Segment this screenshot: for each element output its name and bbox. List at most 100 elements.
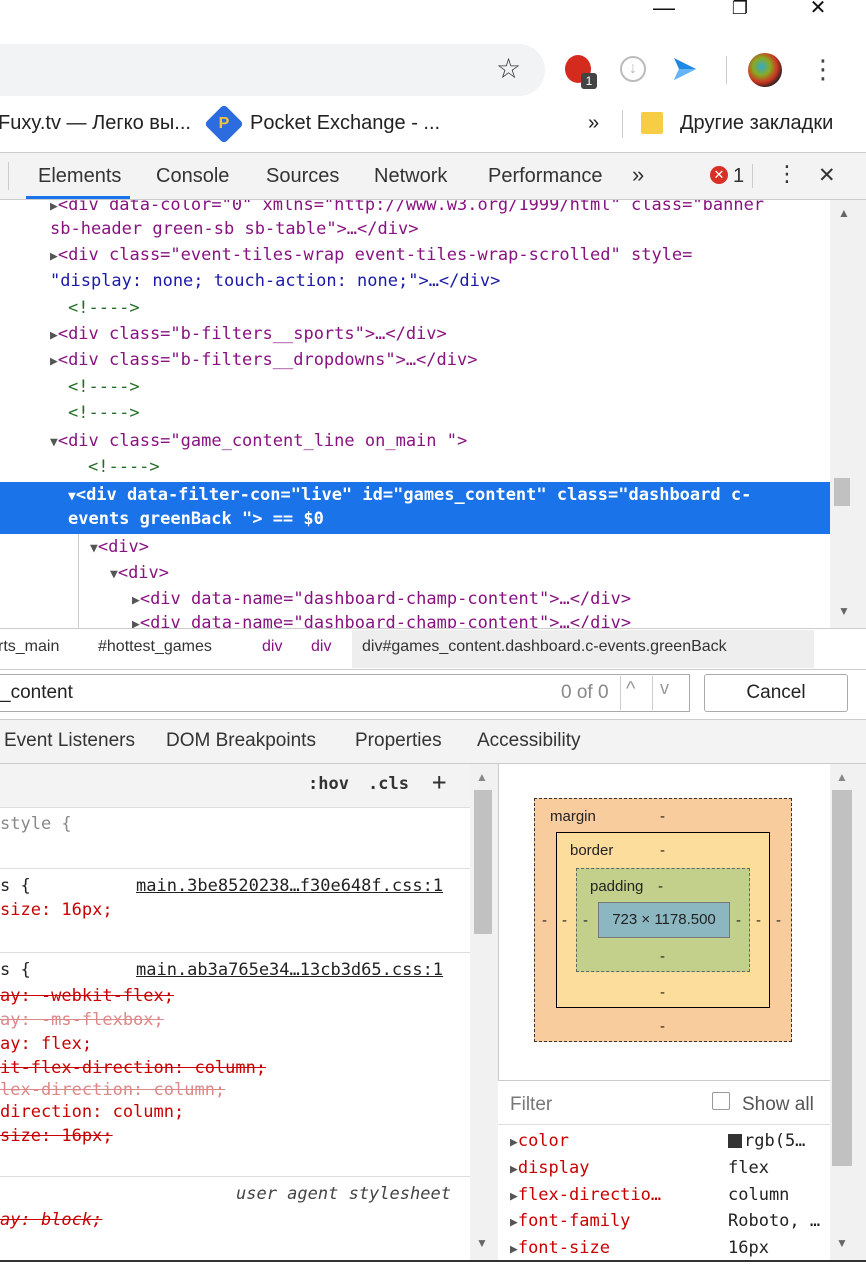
elements-scroll-thumb[interactable] <box>834 478 850 506</box>
dom-comment[interactable]: <!----> <box>68 403 140 423</box>
bookmark-fuxy[interactable]: Fuxy.tv — Легко вы... <box>0 112 191 134</box>
style-declaration[interactable]: size: 16px; <box>0 900 113 920</box>
restore-button[interactable]: ❐ <box>731 0 749 18</box>
expand-triangle-icon[interactable]: ▶ <box>510 1189 518 1204</box>
expand-triangle-icon[interactable]: ▶ <box>510 1135 518 1150</box>
cls-toggle[interactable]: .cls <box>368 774 409 794</box>
collapse-triangle-icon[interactable]: ▼ <box>90 541 98 556</box>
border-top-value[interactable]: - <box>660 842 665 859</box>
tab-sources[interactable]: Sources <box>266 165 340 187</box>
dom-node-filters-dropdowns[interactable]: ▶<div class="b-filters__dropdowns">…</di… <box>50 347 477 373</box>
breadcrumb-item[interactable]: rts_main <box>0 638 60 655</box>
address-bar[interactable] <box>0 44 545 96</box>
dom-node-filters-sports[interactable]: ▶<div class="b-filters__sports">…</div> <box>50 321 447 347</box>
border-left-value[interactable]: - <box>562 912 567 929</box>
tab-event-listeners[interactable]: Event Listeners <box>4 730 135 751</box>
expand-triangle-icon[interactable]: ▶ <box>510 1242 518 1257</box>
collapse-triangle-icon[interactable]: ▼ <box>50 435 58 450</box>
close-window-button[interactable]: ✕ <box>809 0 827 19</box>
style-declaration-overridden[interactable]: ay: block; <box>0 1210 103 1230</box>
margin-bottom-value[interactable]: - <box>660 1018 665 1035</box>
margin-left-value[interactable]: - <box>542 912 547 929</box>
rule-source-link[interactable]: main.3be8520238…f30e648f.css:1 <box>136 876 444 896</box>
styles-scroll-thumb[interactable] <box>474 790 492 934</box>
style-declaration-overridden[interactable]: it-flex-direction: column; <box>0 1058 267 1078</box>
collapse-triangle-icon[interactable]: ▼ <box>68 489 76 504</box>
computed-row[interactable]: ▶flex-directio… <box>510 1182 661 1208</box>
computed-row[interactable]: ▶color <box>510 1128 569 1154</box>
scroll-up-icon[interactable]: ▲ <box>836 770 848 784</box>
expand-triangle-icon[interactable]: ▶ <box>50 249 58 264</box>
rule-selector[interactable]: s { <box>0 876 31 896</box>
scroll-down-icon[interactable]: ▼ <box>838 604 850 618</box>
expand-triangle-icon[interactable]: ▶ <box>50 328 58 343</box>
breadcrumb-item[interactable]: #hottest_games <box>98 638 212 655</box>
dom-node-champ-content[interactable]: ▶<div data-name="dashboard-champ-content… <box>132 586 631 612</box>
style-declaration-overridden[interactable]: size: 16px; <box>0 1126 113 1146</box>
computed-row[interactable]: ▶font-size <box>510 1235 610 1261</box>
error-count[interactable]: 1 <box>733 165 745 187</box>
download-icon[interactable]: ↓ <box>620 56 646 82</box>
breadcrumb-item[interactable]: div <box>311 638 332 655</box>
box-model-content[interactable]: 723 × 1178.500 <box>598 902 730 938</box>
border-bottom-value[interactable]: - <box>660 984 665 1001</box>
margin-top-value[interactable]: - <box>660 808 665 825</box>
padding-left-value[interactable]: - <box>583 912 588 929</box>
search-next-button[interactable]: v <box>660 678 669 698</box>
collapse-triangle-icon[interactable]: ▼ <box>110 567 118 582</box>
dom-comment[interactable]: <!----> <box>88 457 160 477</box>
style-declaration[interactable]: direction: column; <box>0 1102 185 1122</box>
show-all-checkbox[interactable] <box>712 1092 730 1110</box>
error-icon[interactable]: ✕ <box>710 166 728 184</box>
star-icon[interactable]: ☆ <box>496 53 522 84</box>
browser-menu-icon[interactable]: ⋮ <box>810 54 836 84</box>
bookmark-other-folder[interactable]: Другие закладки <box>680 112 834 134</box>
expand-triangle-icon[interactable]: ▶ <box>510 1162 518 1177</box>
style-declaration-overridden[interactable]: lex-direction: column; <box>0 1080 226 1100</box>
dom-node-div[interactable]: ▼<div> <box>110 560 169 586</box>
opera-extension-icon[interactable]: 1 <box>565 55 597 89</box>
close-devtools-button[interactable]: ✕ <box>818 164 836 187</box>
search-input[interactable] <box>0 674 690 712</box>
scroll-up-icon[interactable]: ▲ <box>476 770 488 784</box>
style-declaration-overridden[interactable]: ay: -ms-flexbox; <box>0 1010 164 1030</box>
tab-dom-breakpoints[interactable]: DOM Breakpoints <box>166 730 316 751</box>
padding-top-value[interactable]: - <box>658 878 663 895</box>
dom-comment[interactable]: <!----> <box>68 377 140 397</box>
bookmarks-overflow-button[interactable]: » <box>588 112 600 134</box>
rule-selector[interactable]: s { <box>0 960 31 980</box>
selected-dom-node[interactable]: ▼<div data-filter-con="live" id="games_c… <box>0 482 830 534</box>
tab-accessibility[interactable]: Accessibility <box>477 730 581 751</box>
profile-avatar[interactable] <box>748 53 782 87</box>
computed-row[interactable]: ▶font-family <box>510 1208 630 1234</box>
send-extension-icon[interactable] <box>670 54 700 84</box>
boxmodel-scroll-thumb[interactable] <box>832 790 852 1166</box>
dom-comment[interactable]: <!----> <box>68 298 140 318</box>
dom-node-div[interactable]: ▼<div> <box>90 534 149 560</box>
computed-filter-input[interactable]: Filter <box>510 1094 553 1115</box>
more-tabs-button[interactable]: » <box>632 162 645 187</box>
tab-network[interactable]: Network <box>374 165 448 187</box>
elements-scrollbar[interactable] <box>830 200 866 628</box>
expand-triangle-icon[interactable]: ▶ <box>510 1215 518 1230</box>
new-rule-button[interactable]: + <box>432 768 447 796</box>
minimize-button[interactable]: — <box>653 0 675 20</box>
tab-performance[interactable]: Performance <box>488 165 603 187</box>
search-prev-button[interactable]: ^ <box>626 678 636 700</box>
tab-properties[interactable]: Properties <box>355 730 442 751</box>
style-declaration-overridden[interactable]: ay: -webkit-flex; <box>0 986 174 1006</box>
expand-triangle-icon[interactable]: ▶ <box>132 593 140 608</box>
tab-console[interactable]: Console <box>156 165 230 187</box>
bookmark-pocket-exchange[interactable]: Pocket Exchange - ... <box>250 112 441 134</box>
expand-triangle-icon[interactable]: ▶ <box>132 617 140 632</box>
scroll-down-icon[interactable]: ▼ <box>476 1236 488 1250</box>
elements-tree[interactable]: ▶<div data-color="0" xmlns="http://www.w… <box>0 200 830 628</box>
rule-source-link[interactable]: main.ab3a765e34…13cb3d65.css:1 <box>136 960 444 980</box>
breadcrumb-item-selected[interactable]: div#games_content.dashboard.c-events.gre… <box>362 638 727 655</box>
scroll-down-icon[interactable]: ▼ <box>836 1236 848 1250</box>
border-right-value[interactable]: - <box>756 912 761 929</box>
style-declaration[interactable]: ay: flex; <box>0 1034 93 1054</box>
padding-bottom-value[interactable]: - <box>660 948 665 965</box>
dom-node-banner[interactable]: ▶<div data-color="0" xmlns="http://www.w… <box>50 200 764 218</box>
expand-triangle-icon[interactable]: ▶ <box>50 354 58 369</box>
